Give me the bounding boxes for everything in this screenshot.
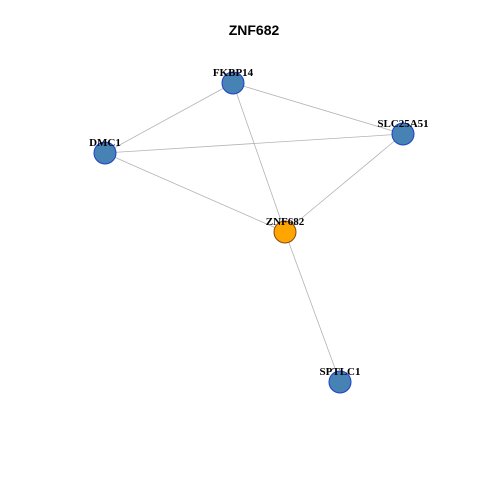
edge-layer [104,82,404,383]
edge-dmc1-slc25a51 [104,133,404,154]
node-label-znf682: ZNF682 [266,216,305,228]
node-label-fkbp14: FKBP14 [213,67,254,79]
edge-znf682-sptlc1 [284,231,341,383]
diagram-title: ZNF682 [229,22,280,38]
node-label-sptlc1: SPTLC1 [320,366,361,378]
node-dmc1 [93,141,117,165]
edge-fkbp14-slc25a51 [232,82,404,135]
node-label-dmc1: DMC1 [89,137,121,149]
node-fkbp14 [221,71,245,95]
node-slc25a51 [391,122,415,146]
node-sptlc1 [328,370,352,394]
edge-fkbp14-znf682 [232,82,286,233]
edge-slc25a51-znf682 [284,133,404,233]
edge-dmc1-znf682 [104,152,286,233]
node-label-slc25a51: SLC25A51 [377,118,428,130]
node-znf682 [273,220,297,244]
edge-fkbp14-dmc1 [104,82,234,154]
